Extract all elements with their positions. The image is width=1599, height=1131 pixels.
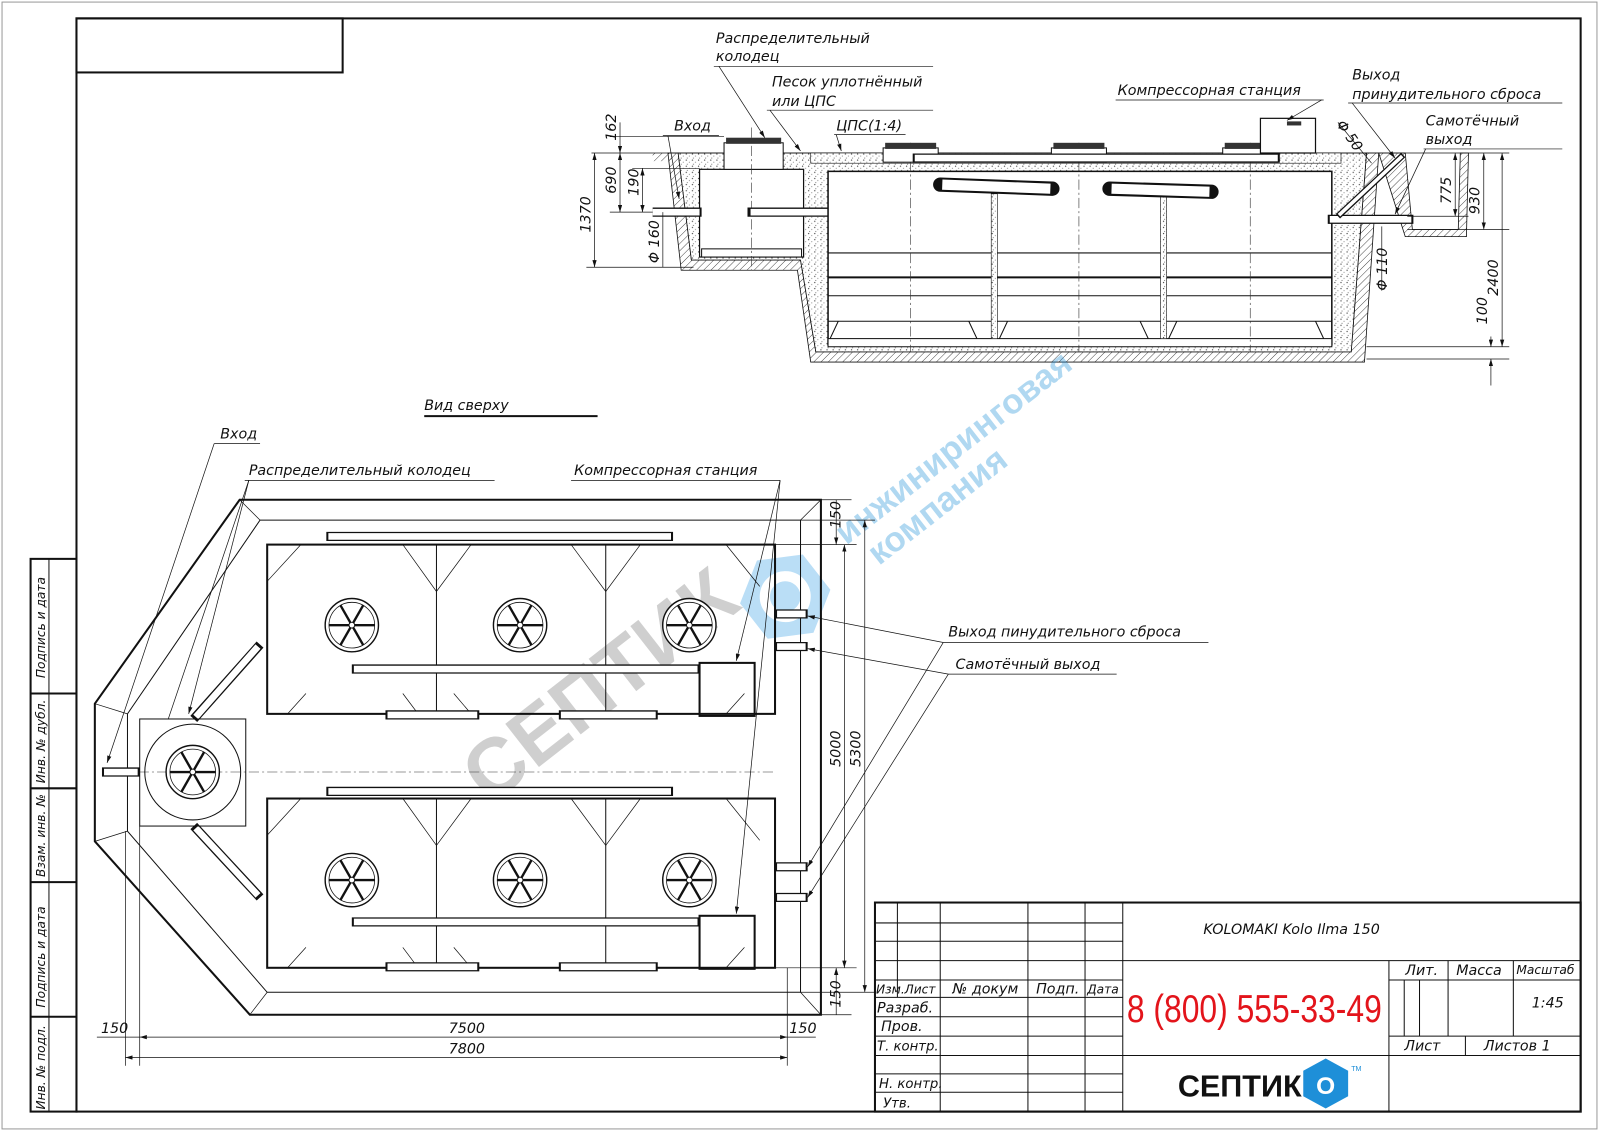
sheets-count: Листов 1 bbox=[1483, 1038, 1551, 1054]
watermark-logo-icon bbox=[740, 554, 831, 639]
label-distribution-well: Распределительный bbox=[716, 31, 870, 47]
watermark-line1: инжиниринговая bbox=[828, 344, 1079, 552]
side-stamp-label: Подпись и дата bbox=[34, 577, 48, 678]
dim-190: 190 bbox=[626, 169, 642, 196]
aerator-icon bbox=[492, 852, 548, 908]
aerator-icon bbox=[323, 852, 380, 908]
label-inlet: Вход bbox=[674, 119, 711, 135]
aerator-icon bbox=[661, 597, 718, 653]
plan-label-inlet: Вход bbox=[220, 427, 257, 443]
aerator-icon bbox=[323, 597, 380, 653]
logo-letter: О bbox=[1316, 1073, 1335, 1100]
product-name: KOLOMAKI Kolo Ilma 150 bbox=[1203, 922, 1379, 938]
plan-view: Вид сверху bbox=[93, 398, 1209, 1066]
side-stamp-label: Подпись и дата bbox=[34, 906, 48, 1007]
label-gravity-outlet-2: выход bbox=[1426, 132, 1473, 148]
role-norm-control: Н. контр. bbox=[879, 1077, 943, 1092]
mass-label: Масса bbox=[1456, 963, 1501, 979]
side-stamp: Подпись и дата Инв. № дубл. Взам. инв. №… bbox=[29, 557, 78, 1113]
header-doc: № докум bbox=[951, 981, 1018, 997]
sheet-label: Лист bbox=[1403, 1038, 1441, 1054]
plan-dim-5300: 5300 bbox=[849, 731, 865, 767]
plan-dim-5000: 5000 bbox=[828, 731, 844, 767]
header-list: Лист bbox=[904, 982, 937, 996]
logo-hexagon-icon bbox=[1303, 1058, 1349, 1109]
dim-2400: 2400 bbox=[1486, 259, 1502, 295]
scale-value: 1:45 bbox=[1532, 996, 1564, 1012]
label-sand-2: или ЦПС bbox=[772, 94, 836, 110]
side-stamp-label: Инв. № дубл. bbox=[34, 700, 48, 784]
watermark-brand: СЕПТИК bbox=[445, 550, 754, 819]
plan-dim-150-bottom: 150 bbox=[828, 980, 844, 1007]
side-stamp-label: Инв. № подл. bbox=[34, 1025, 48, 1109]
dim-162: 162 bbox=[604, 114, 620, 141]
role-checker: Пров. bbox=[881, 1019, 922, 1035]
dim-775: 775 bbox=[1439, 177, 1455, 204]
logo-tm: TM bbox=[1351, 1065, 1361, 1073]
label-gravity-outlet: Самотёчный bbox=[1426, 113, 1520, 129]
label-forced-outlet: Выход bbox=[1352, 68, 1400, 84]
plan-compressor-lower bbox=[698, 914, 756, 970]
logo-text: СЕПТИК bbox=[1178, 1069, 1302, 1103]
role-developer: Разраб. bbox=[877, 1001, 933, 1017]
aerator-icon bbox=[661, 852, 718, 908]
label-forced-outlet-2: принудительного сброса bbox=[1352, 87, 1541, 103]
plan-distribution-well bbox=[139, 718, 247, 827]
plan-label-gravity-outlet: Самотёчный выход bbox=[956, 657, 1101, 673]
phone-number: 8 (800) 555-33-49 bbox=[1127, 988, 1382, 1031]
plan-dim-7800: 7800 bbox=[449, 1041, 485, 1057]
label-cps: ЦПС(1:4) bbox=[836, 119, 902, 135]
header-sign: Подп. bbox=[1036, 981, 1079, 997]
plan-dim-7500: 7500 bbox=[449, 1021, 485, 1037]
plan-compressor-upper bbox=[698, 661, 756, 717]
title-block: KOLOMAKI Kolo Ilma 150 Изм. Лист № докум… bbox=[873, 901, 1582, 1113]
dim-690: 690 bbox=[604, 167, 620, 194]
header-izm: Изм. bbox=[876, 982, 905, 996]
top-left-stamp-box bbox=[75, 17, 344, 74]
header-date: Дата bbox=[1086, 982, 1119, 996]
label-distribution-well-2: колодец bbox=[716, 49, 780, 65]
plan-label-distribution-well: Распределительный колодец bbox=[249, 463, 471, 479]
side-stamp-label: Взам. инв. № bbox=[34, 794, 48, 877]
dim-phi160: Φ 160 bbox=[647, 220, 663, 263]
distribution-well-lid-icon bbox=[164, 744, 221, 800]
tank-lower bbox=[266, 797, 777, 969]
lit-label: Лит. bbox=[1404, 963, 1438, 979]
scale-label: Масштаб bbox=[1516, 963, 1575, 977]
plan-label-forced-outlet: Выход пинудительного сброса bbox=[948, 624, 1181, 640]
aerator-icon bbox=[492, 597, 548, 653]
plan-dim-150-right: 150 bbox=[789, 1021, 816, 1037]
tank-upper bbox=[266, 543, 777, 715]
plan-label-compressor: Компрессорная станция bbox=[574, 463, 758, 479]
plan-dim-150-left: 150 bbox=[101, 1021, 128, 1037]
plan-dim-150-top: 150 bbox=[828, 501, 844, 528]
dim-100: 100 bbox=[1475, 297, 1491, 324]
dim-930: 930 bbox=[1468, 187, 1484, 214]
septiko-logo: СЕПТИК О TM bbox=[1178, 1058, 1362, 1109]
role-approved: Утв. bbox=[883, 1097, 911, 1112]
pipes bbox=[101, 531, 808, 972]
dim-phi110: Φ 110 bbox=[1375, 248, 1391, 291]
label-compressor: Компрессорная станция bbox=[1118, 83, 1302, 99]
dim-1370: 1370 bbox=[578, 196, 594, 232]
role-tech-control: Т. контр. bbox=[877, 1039, 939, 1054]
label-sand: Песок уплотнённый bbox=[772, 75, 922, 91]
plan-title: Вид сверху bbox=[424, 398, 509, 414]
section-view: 1370 690 162 190 Φ 160 775 930 2400 100 … bbox=[578, 31, 1563, 386]
septic-tank bbox=[827, 170, 1333, 346]
